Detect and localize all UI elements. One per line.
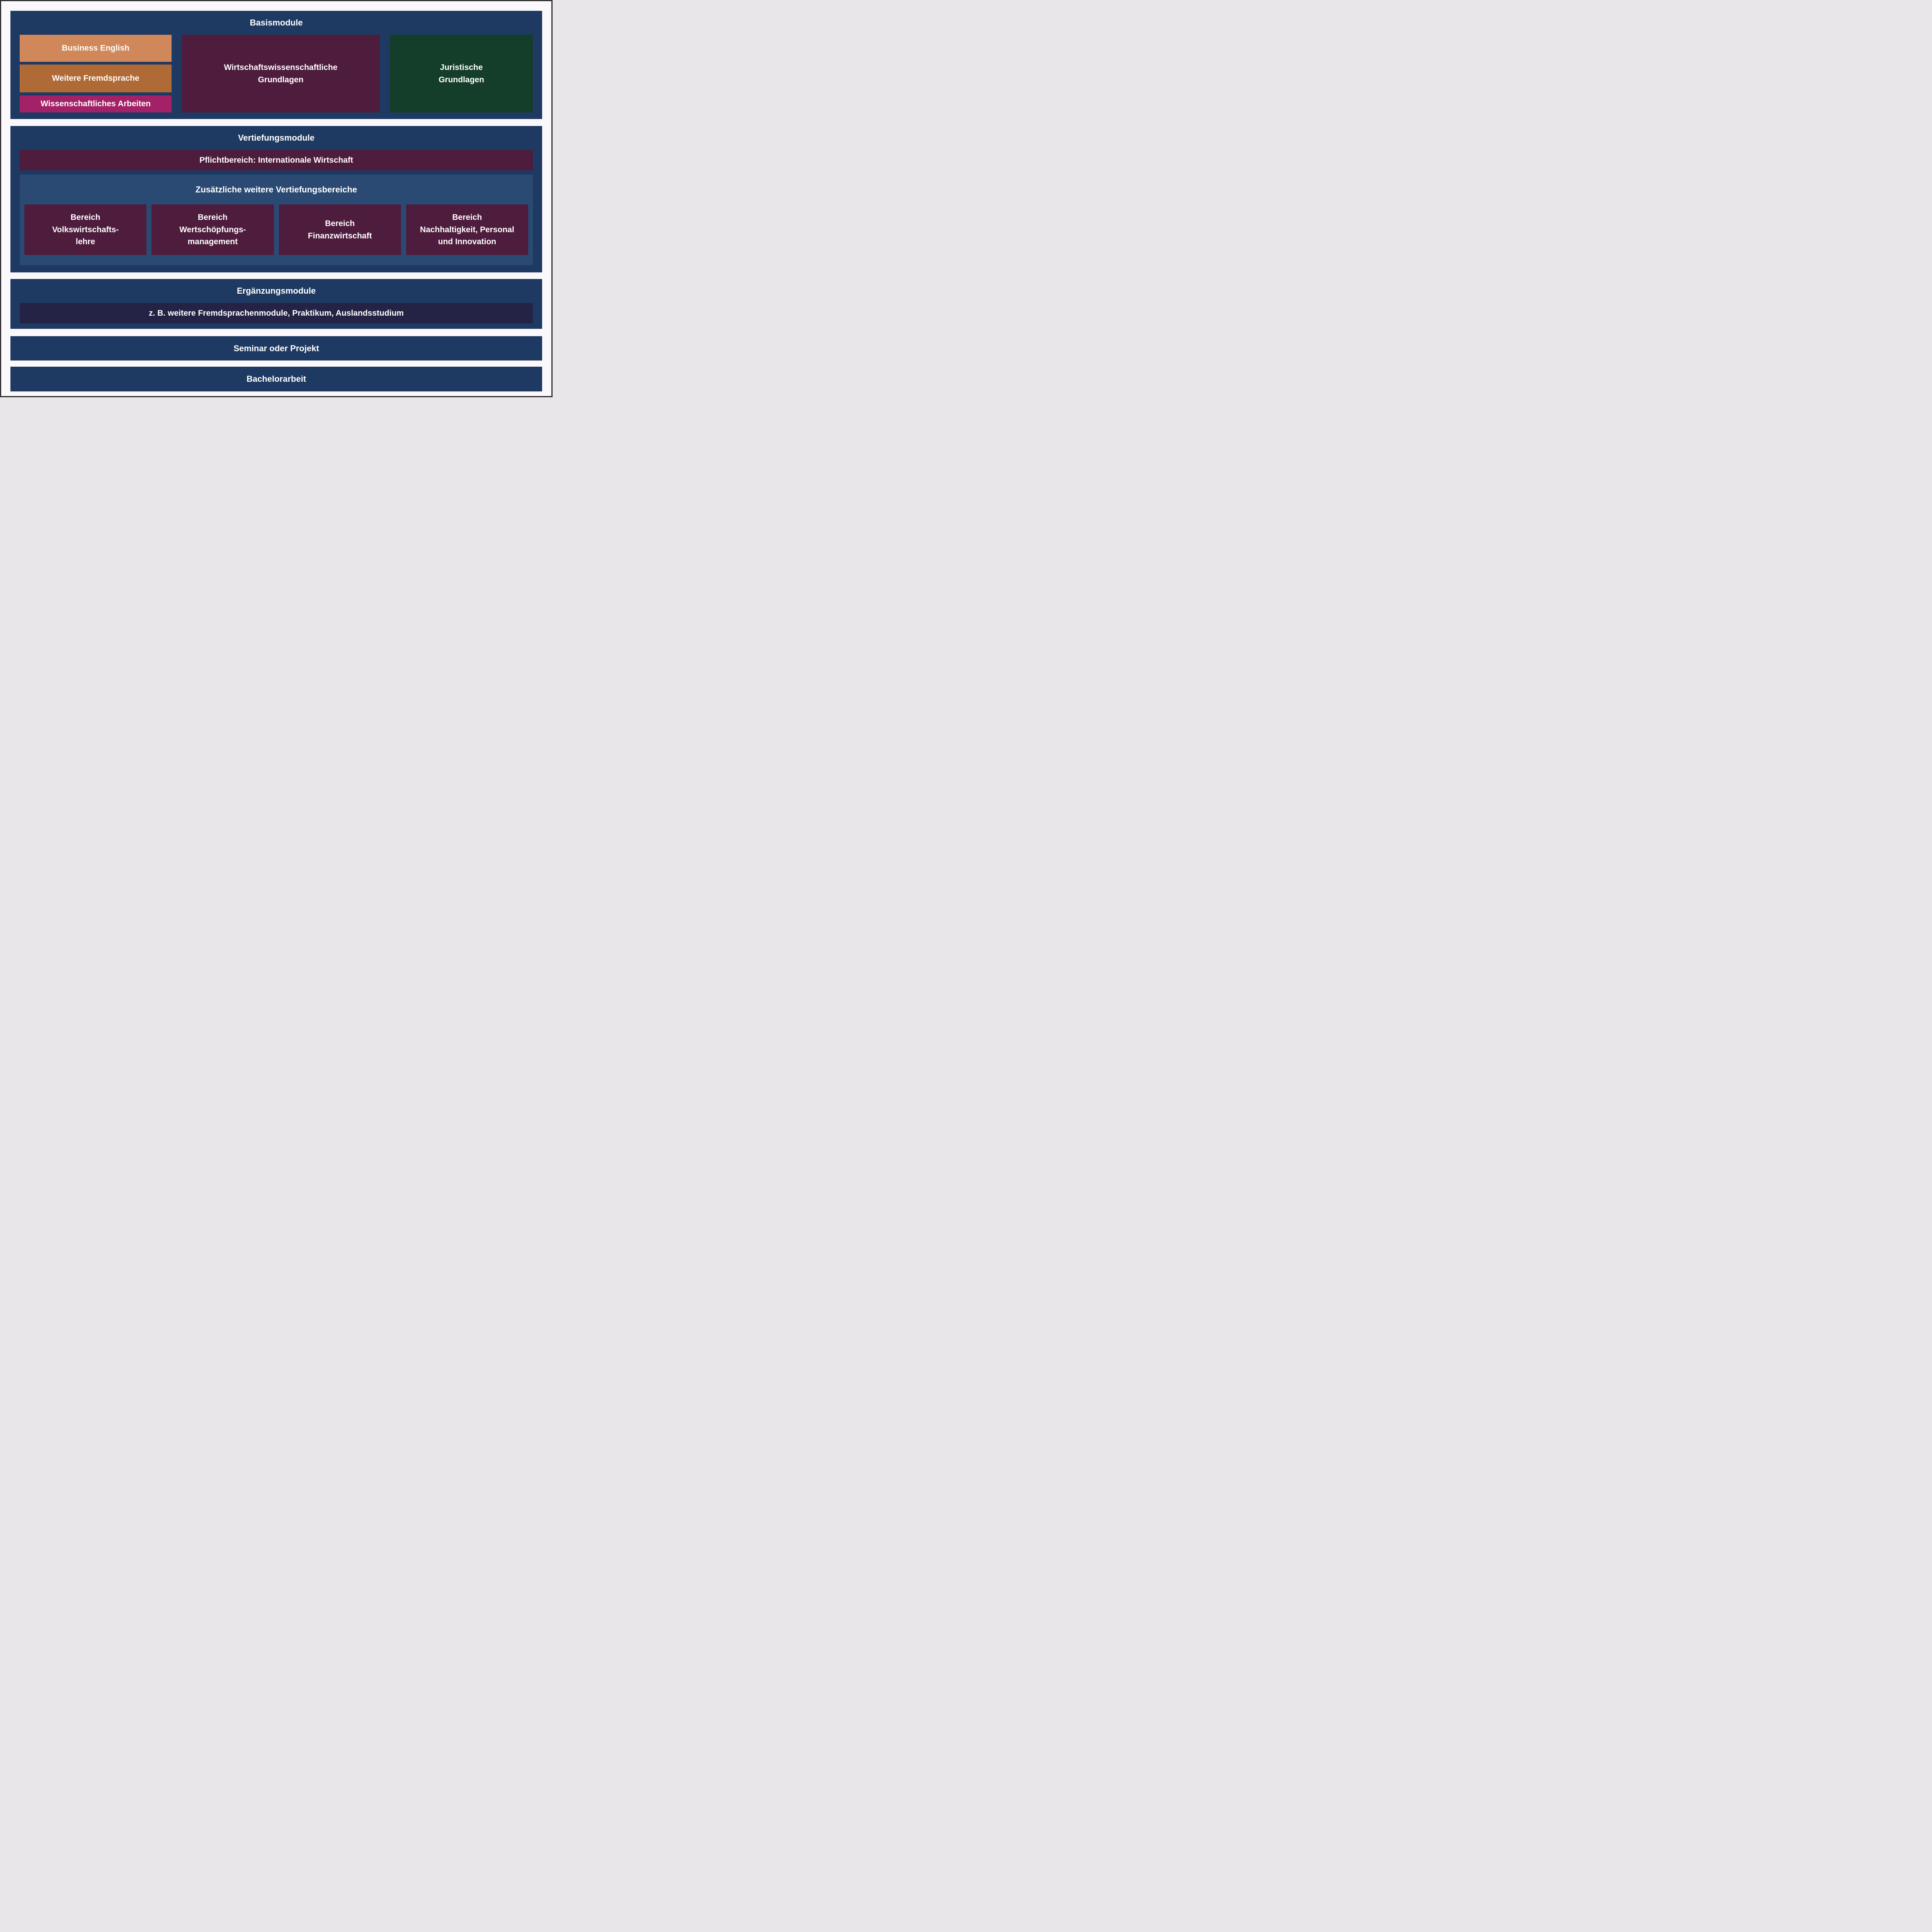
seminar-oder-projekt-label: Seminar oder Projekt [233, 343, 319, 353]
box-bereich-finanzwirtschaft-label: Bereich Finanzwirtschaft [308, 219, 372, 240]
box-bereich-nachhaltigkeit-personal-innovation-label: Bereich Nachhaltigkeit, Personal und Inn… [420, 213, 514, 247]
box-bereich-volkswirtschaftslehre-label: Bereich Volkswirtschafts- lehre [52, 213, 119, 247]
section-bachelorarbeit: Bachelorarbeit [10, 367, 542, 391]
bar-ergaenzungsmodule-beispiele: z. B. weitere Fremdsprachenmodule, Prakt… [20, 303, 533, 323]
box-bereich-finanzwirtschaft: Bereich Finanzwirtschaft [279, 204, 401, 255]
bar-pflichtbereich: Pflichtbereich: Internationale Wirtschaf… [20, 150, 533, 170]
curriculum-structure-diagram: Basismodule Business English Weitere Fre… [0, 0, 553, 397]
box-wissenschaftliches-arbeiten-label: Wissenschaftliches Arbeiten [41, 99, 151, 109]
box-bereich-wertschoepfungsmanagement: Bereich Wertschöpfungs- management [151, 204, 274, 255]
box-juristische-grundlagen-label: Juristische Grundlagen [439, 63, 484, 84]
bachelorarbeit-label: Bachelorarbeit [246, 374, 306, 384]
box-juristische-grundlagen: Juristische Grundlagen [390, 35, 533, 112]
basismodule-left-column: Business English Weitere Fremdsprache Wi… [20, 35, 172, 112]
box-wissenschaftliches-arbeiten: Wissenschaftliches Arbeiten [20, 95, 172, 112]
box-business-english-label: Business English [61, 44, 130, 53]
zusatz-title: Zusätzliche weitere Vertiefungsbereiche [195, 184, 357, 194]
ergaenzungsmodule-title: Ergänzungsmodule [236, 286, 316, 296]
box-weitere-fremdsprache-label: Weitere Fremdsprache [52, 74, 139, 83]
box-bereich-nachhaltigkeit-personal-innovation: Bereich Nachhaltigkeit, Personal und Inn… [406, 204, 528, 255]
box-wirtschaftswissenschaftliche-grundlagen-label: Wirtschaftswissenschaftliche Grundlagen [224, 63, 338, 84]
box-bereich-volkswirtschaftslehre: Bereich Volkswirtschafts- lehre [24, 204, 147, 255]
box-business-english: Business English [20, 35, 172, 62]
bar-ergaenzungsmodule-beispiele-label: z. B. weitere Fremdsprachenmodule, Prakt… [149, 308, 404, 318]
box-bereich-wertschoepfungsmanagement-label: Bereich Wertschöpfungs- management [179, 213, 246, 247]
bereich-row: Bereich Volkswirtschafts- lehre Bereich … [24, 204, 528, 255]
section-ergaenzungsmodule: Ergänzungsmodule z. B. weitere Fremdspra… [10, 279, 542, 329]
vertiefungsmodule-title: Vertiefungsmodule [238, 133, 315, 143]
section-seminar-oder-projekt: Seminar oder Projekt [10, 336, 542, 361]
section-vertiefungsmodule: Vertiefungsmodule Pflichtbereich: Intern… [10, 126, 542, 272]
bar-pflichtbereich-label: Pflichtbereich: Internationale Wirtschaf… [199, 155, 353, 165]
panel-zusaetzliche-vertiefungsbereiche: Zusätzliche weitere Vertiefungsbereiche … [20, 175, 533, 265]
basismodule-row: Business English Weitere Fremdsprache Wi… [20, 35, 533, 112]
box-weitere-fremdsprache: Weitere Fremdsprache [20, 65, 172, 92]
basismodule-title: Basismodule [250, 18, 303, 27]
box-wirtschaftswissenschaftliche-grundlagen: Wirtschaftswissenschaftliche Grundlagen [182, 35, 380, 112]
section-basismodule: Basismodule Business English Weitere Fre… [10, 11, 542, 119]
